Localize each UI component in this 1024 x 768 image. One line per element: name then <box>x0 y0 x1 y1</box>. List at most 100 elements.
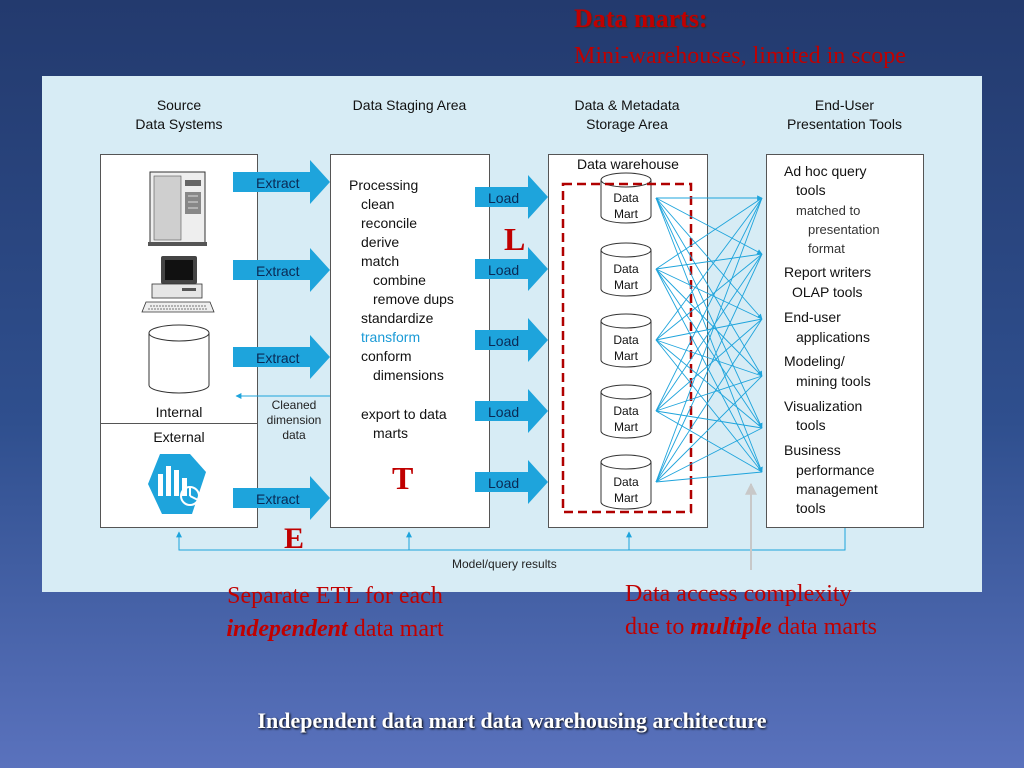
staging-box <box>330 154 490 528</box>
processing-step-remove-dups: remove dups <box>373 291 454 307</box>
extract-arrow-2 <box>233 248 330 292</box>
left-note-emphasis: independent <box>226 616 348 642</box>
presentation-header-line2: Presentation Tools <box>787 116 902 132</box>
load-arrow-2 <box>475 247 548 291</box>
internal-database-icon <box>148 324 210 394</box>
tool-ad-hoc: Ad hoc query <box>784 163 867 179</box>
load-arrow-1 <box>475 175 548 219</box>
data-mart-label-4-line2: Mart <box>614 420 638 434</box>
tool-visualization: Visualization <box>784 398 863 414</box>
processing-step-combine: combine <box>373 272 426 288</box>
data-mart-label-5: Data Mart <box>601 474 651 506</box>
data-mart-label-1: Data Mart <box>601 190 651 222</box>
model-query-feedback <box>176 528 846 551</box>
data-mart-label-3: Data Mart <box>601 332 651 364</box>
source-header-line2: Data Systems <box>135 116 223 132</box>
tool-format: format <box>808 241 845 256</box>
tool-olap: OLAP tools <box>792 284 863 300</box>
tool-management: management <box>796 481 878 497</box>
diagram-graphics <box>141 160 846 570</box>
extract-arrows <box>233 160 330 520</box>
tool-business: Business <box>784 442 841 458</box>
data-mart-label-1-line1: Data <box>613 191 639 205</box>
extract-label-1: Extract <box>256 175 300 191</box>
server-icon <box>148 171 207 246</box>
processing-step-conform: conform <box>361 348 412 364</box>
processing-step-transform: transform <box>361 329 421 345</box>
tool-performance: performance <box>796 462 875 478</box>
source-divider <box>101 423 257 424</box>
tool-modeling: Modeling/ <box>784 353 845 369</box>
extract-arrow-1 <box>233 160 330 204</box>
etl-letter-e: E <box>284 522 305 555</box>
slide-caption: Independent data mart data warehousing a… <box>257 708 767 733</box>
presentation-header: End-User Presentation Tools <box>762 96 927 134</box>
extract-label-4: Extract <box>256 491 300 507</box>
extract-arrow-4 <box>233 476 330 520</box>
left-note-rest: data mart <box>347 616 444 642</box>
model-query-results-label: Model/query results <box>450 557 559 571</box>
tool-presentation: presentation <box>808 222 880 237</box>
slide-subheading: Mini-warehouses, limited in scope <box>574 43 906 69</box>
cleaned-line3: data <box>282 428 306 442</box>
tool-matched-to: matched to <box>796 203 861 218</box>
mart-to-tool-lines <box>655 195 763 483</box>
load-label-4: Load <box>488 404 520 420</box>
data-mart-label-2: Data Mart <box>601 261 651 293</box>
tool-visualization-2: tools <box>796 417 826 433</box>
data-mart-label-2-line2: Mart <box>614 278 638 292</box>
data-mart-label-5-line1: Data <box>613 475 639 489</box>
processing-step-derive: derive <box>361 234 400 250</box>
tool-business-tools: tools <box>796 500 826 516</box>
storage-header-line2: Storage Area <box>586 116 668 132</box>
data-mart-4 <box>600 384 652 439</box>
load-arrows <box>475 175 548 504</box>
data-mart-2 <box>600 242 652 297</box>
right-note-line2: due to multiple data marts <box>625 611 945 644</box>
source-header: Source Data Systems <box>104 96 254 134</box>
etl-letter-l: L <box>504 221 526 257</box>
external-label: External <box>153 429 205 445</box>
processing-step-marts: marts <box>373 425 408 441</box>
architecture-diagram: Source Data Systems Data Staging Area Da… <box>42 76 982 592</box>
data-mart-label-3-line2: Mart <box>614 349 638 363</box>
processing-step-standardize: standardize <box>361 310 434 326</box>
right-note: Data access complexity due to multiple d… <box>625 578 945 644</box>
left-note-line1: Separate ETL for each <box>227 583 443 609</box>
load-label-2: Load <box>488 262 520 278</box>
left-note-line2: independent data mart <box>200 613 470 646</box>
processing-step-match: match <box>361 253 400 269</box>
left-note: Separate ETL for each independent data m… <box>200 580 470 646</box>
data-mart-label-4-line1: Data <box>613 404 639 418</box>
data-mart-label-4: Data Mart <box>601 403 651 435</box>
processing-step-clean: clean <box>361 196 395 212</box>
data-mart-cylinders <box>600 172 652 510</box>
processing-title: Processing <box>349 177 419 193</box>
cleaned-line1: Cleaned <box>271 398 317 412</box>
internal-label: Internal <box>155 404 203 420</box>
load-arrow-3 <box>475 318 548 362</box>
etl-letter-t: T <box>392 460 414 496</box>
right-note-line1: Data access complexity <box>625 581 852 607</box>
processing-step-export: export to data <box>361 406 447 422</box>
load-arrow-4 <box>475 389 548 433</box>
load-label-3: Load <box>488 333 520 349</box>
processing-step-dimensions: dimensions <box>373 367 444 383</box>
load-arrow-5 <box>475 460 548 504</box>
tools-box <box>766 154 924 528</box>
cleaned-dimension-label: Cleaned dimension data <box>260 398 328 443</box>
extract-label-2: Extract <box>256 263 300 279</box>
right-note-rest: data marts <box>771 614 877 640</box>
tool-applications: applications <box>796 329 870 345</box>
data-mart-label-3-line1: Data <box>613 333 639 347</box>
extract-arrow-3 <box>233 335 330 379</box>
processing-step-reconcile: reconcile <box>361 215 418 231</box>
data-mart-label-2-line1: Data <box>613 262 639 276</box>
data-mart-3 <box>600 313 652 368</box>
tool-end-user: End-user <box>784 309 841 325</box>
load-label-1: Load <box>488 190 520 206</box>
external-analytics-icon <box>148 454 206 514</box>
data-mart-label-1-line2: Mart <box>614 207 638 221</box>
data-mart-5 <box>600 454 652 510</box>
tool-mining: mining tools <box>796 373 871 389</box>
